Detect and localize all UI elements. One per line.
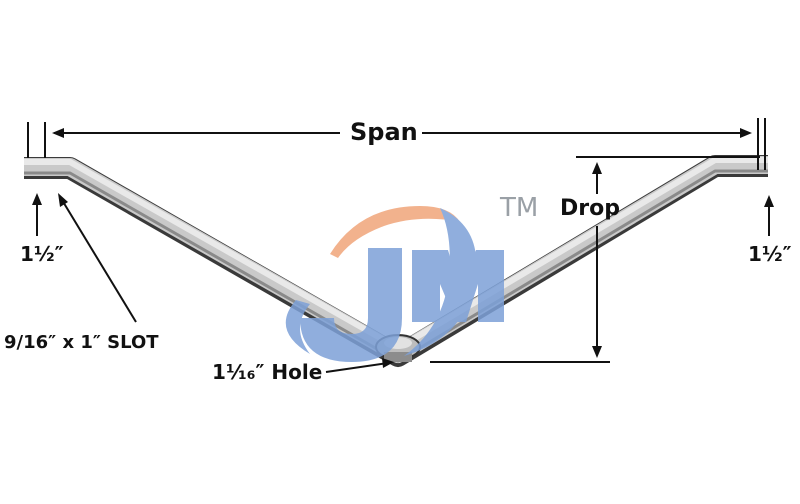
watermark-swoosh [330, 206, 460, 258]
left-dimension-label: 1½″ [20, 242, 64, 266]
hole-label: 1¹⁄₁₆″ Hole [212, 360, 323, 384]
watermark-letter-j [300, 248, 402, 362]
drop-label: Drop [560, 196, 620, 221]
right-dimension-label: 1½″ [748, 242, 792, 266]
span-label: Span [346, 118, 422, 146]
jm-watermark [285, 206, 504, 362]
span-dimension [27, 118, 766, 170]
drop-dimension [430, 156, 760, 363]
right-dim-arrow [764, 195, 774, 236]
slot-leader [58, 193, 137, 323]
hole-leader [325, 358, 394, 373]
left-dim-arrow [32, 193, 42, 236]
tm-mark: TM [500, 193, 539, 223]
slot-label: 9/16″ x 1″ SLOT [4, 332, 159, 353]
